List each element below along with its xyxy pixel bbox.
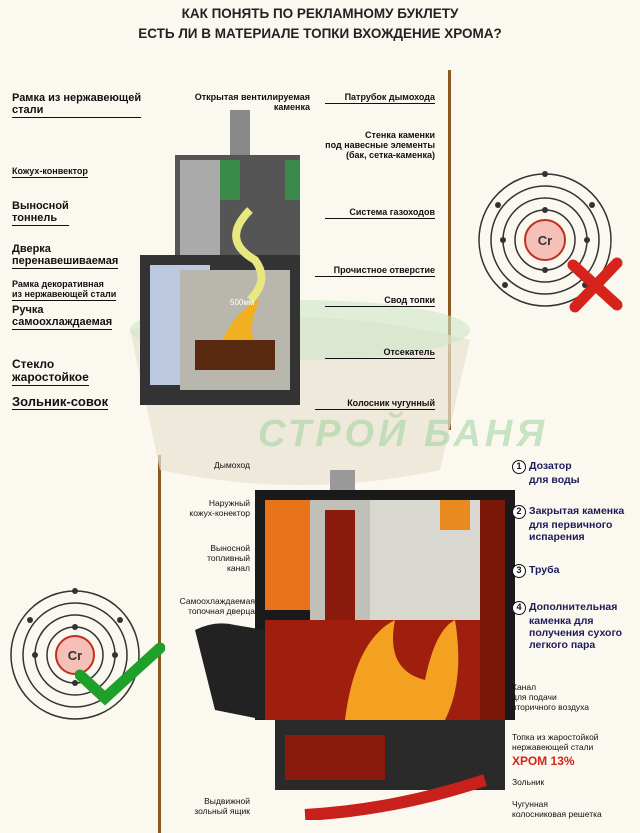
label-ash-scoop: Зольник-совок: [12, 394, 109, 410]
atom-symbol: Cr: [68, 648, 82, 663]
label-firebox-arch: Свод топки: [325, 295, 435, 307]
label-casing-convector: Кожух-конвектор: [12, 166, 88, 178]
title-line-1: КАК ПОНЯТЬ ПО РЕКЛАМНОМУ БУКЛЕТУ: [181, 6, 459, 21]
chrome-percentage: ХРОМ 13%: [512, 754, 575, 768]
check-icon: [75, 642, 165, 706]
label-chimney: Дымоход: [214, 460, 250, 470]
label-gas-system: Система газоходов: [325, 207, 435, 219]
chromium-atom-bottom: Cr: [10, 588, 140, 720]
title-line-2: ЕСТЬ ЛИ В МАТЕРИАЛЕ ТОПКИ ВХОЖДЕНИЕ ХРОМ…: [138, 26, 502, 41]
page-title: КАК ПОНЯТЬ ПО РЕКЛАМНОМУ БУКЛЕТУ ЕСТЬ ЛИ…: [0, 4, 640, 44]
atom-symbol: Cr: [538, 233, 552, 248]
divider-top: [448, 70, 451, 430]
label-cutter: Отсекатель: [325, 347, 435, 359]
top-stove-illustration: 500мм: [140, 110, 300, 405]
label-flue-pipe: Патрубок дымохода: [325, 92, 435, 104]
watermark: СТРОЙ БАНЯ: [258, 413, 549, 455]
chromium-atom-top: Cr: [478, 171, 612, 307]
cross-icon: [567, 257, 623, 313]
label-ash-pit: Зольник: [512, 777, 545, 787]
label-grate: Колосник чугунный: [315, 398, 435, 410]
bottom-stove-illustration: [195, 470, 515, 820]
label-cleaning-hole: Прочистное отверстие: [315, 265, 435, 277]
dimension-label: 500мм: [230, 298, 254, 307]
